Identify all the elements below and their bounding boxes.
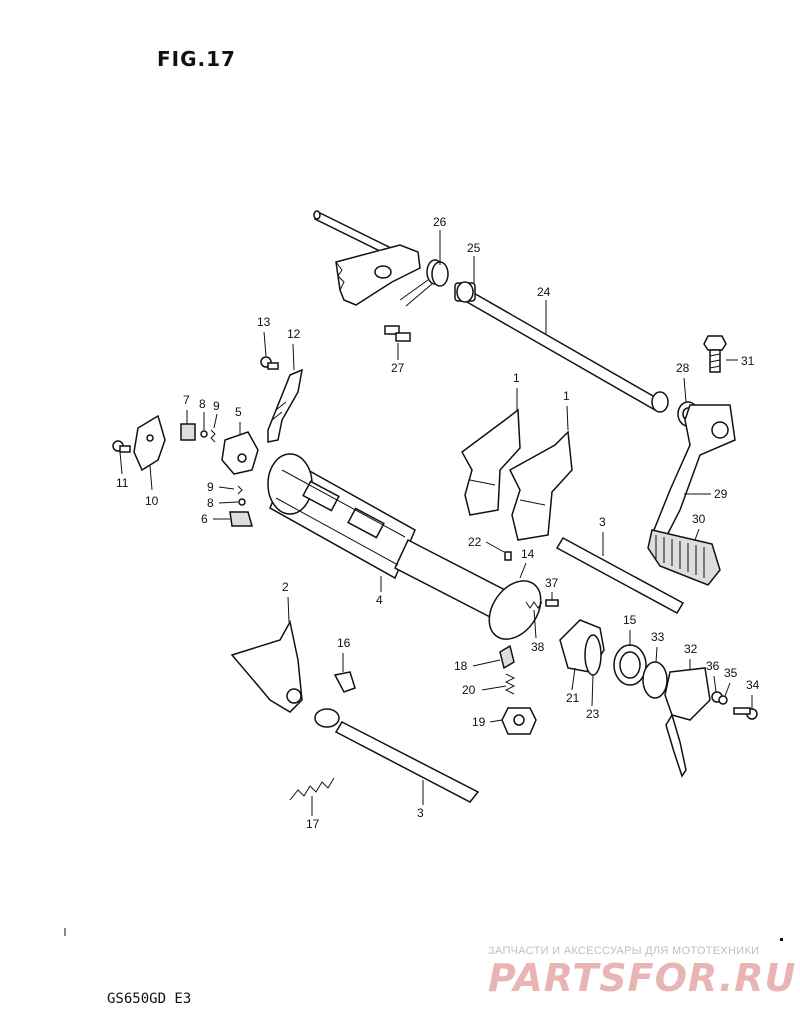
callout-1a: 1 — [513, 371, 520, 385]
ring-23 — [584, 634, 602, 676]
shift-lever-29 — [647, 404, 736, 586]
switch-body-19 — [501, 707, 537, 735]
pin-22 — [504, 551, 512, 561]
callout-1b: 1 — [563, 389, 570, 403]
callout-35: 35 — [724, 666, 738, 680]
callout-5: 5 — [235, 405, 242, 419]
callout-37: 37 — [545, 576, 559, 590]
fork-shaft-3-upper — [555, 536, 685, 615]
stopper-16 — [314, 671, 356, 728]
guide-plate-12 — [267, 368, 303, 443]
pin-37 — [545, 599, 559, 607]
callout-9b: 9 — [207, 480, 214, 494]
callout-17: 17 — [306, 817, 320, 831]
stopper-plate-10 — [133, 414, 166, 472]
callout-31: 31 — [741, 354, 755, 368]
pin-8-upper — [200, 430, 208, 438]
callout-8a: 8 — [199, 397, 206, 411]
watermark-logo: PARTSFOR.RU — [488, 956, 797, 1000]
callout-25: 25 — [467, 241, 481, 255]
callout-32: 32 — [684, 642, 698, 656]
callout-7: 7 — [183, 393, 190, 407]
callout-16: 16 — [337, 636, 351, 650]
contact-18 — [499, 644, 515, 670]
pawl-7 — [180, 423, 196, 441]
circlip-14 — [488, 580, 542, 640]
callout-15: 15 — [623, 613, 637, 627]
spring-20 — [504, 673, 516, 695]
callout-2: 2 — [282, 580, 289, 594]
fork-shaft-3-lower — [334, 721, 480, 803]
callout-19: 19 — [472, 715, 486, 729]
callout-34: 34 — [746, 678, 760, 692]
cover-32 — [664, 667, 711, 778]
callout-4: 4 — [376, 593, 383, 607]
callout-9a: 9 — [213, 399, 220, 413]
callout-12: 12 — [287, 327, 301, 341]
cam-plate-5 — [221, 431, 259, 475]
scan-marks — [64, 928, 783, 941]
washer-35 — [718, 695, 728, 705]
screw-11 — [112, 440, 131, 453]
callout-11: 11 — [116, 476, 129, 490]
shift-fork-2 — [230, 619, 303, 713]
shift-fork-1a — [461, 408, 521, 516]
callout-8b: 8 — [207, 496, 214, 510]
callout-30: 30 — [692, 512, 706, 526]
spring-38 — [525, 601, 543, 609]
pin-8-lower — [238, 498, 246, 506]
pawl-6 — [229, 511, 253, 527]
callout-labels: 26 25 24 27 13 12 31 28 1 1 7 8 9 5 — [116, 215, 760, 831]
bearing-15 — [613, 644, 647, 686]
spring-9-lower — [237, 485, 243, 495]
model-code: GS650GD E3 — [107, 991, 192, 1007]
callout-13: 13 — [257, 315, 271, 329]
callout-23: 23 — [586, 707, 600, 721]
callout-38: 38 — [531, 640, 545, 654]
bolt-27 — [384, 325, 411, 342]
callout-26: 26 — [433, 215, 447, 229]
callout-20: 20 — [462, 683, 476, 697]
callout-29: 29 — [714, 487, 728, 501]
callout-10: 10 — [145, 494, 159, 508]
o-ring-33 — [642, 661, 668, 699]
gearshift-shaft-assembly — [313, 210, 699, 427]
figure-title: FIG.17 — [157, 47, 236, 71]
screw-34 — [733, 707, 758, 720]
callout-6: 6 — [201, 512, 208, 526]
callout-36: 36 — [706, 659, 720, 673]
callout-22: 22 — [468, 535, 482, 549]
callout-3b: 3 — [417, 806, 424, 820]
watermark-tagline: ЗАПЧАСТИ И АКСЕССУАРЫ ДЛЯ МОТОТЕХНИКИ — [488, 945, 760, 957]
callout-14: 14 — [521, 547, 535, 561]
callout-33: 33 — [651, 630, 665, 644]
callout-27: 27 — [391, 361, 405, 375]
bolt-31 — [703, 335, 727, 373]
shift-drum-4 — [267, 453, 506, 620]
callout-21: 21 — [566, 691, 580, 705]
callout-28: 28 — [676, 361, 690, 375]
shift-fork-1b — [509, 430, 573, 541]
screw-13 — [260, 356, 279, 370]
spring-9-upper — [210, 429, 216, 443]
callout-18: 18 — [454, 659, 468, 673]
callout-3a: 3 — [599, 515, 606, 529]
callout-24: 24 — [537, 285, 551, 299]
spring-17 — [289, 777, 335, 801]
